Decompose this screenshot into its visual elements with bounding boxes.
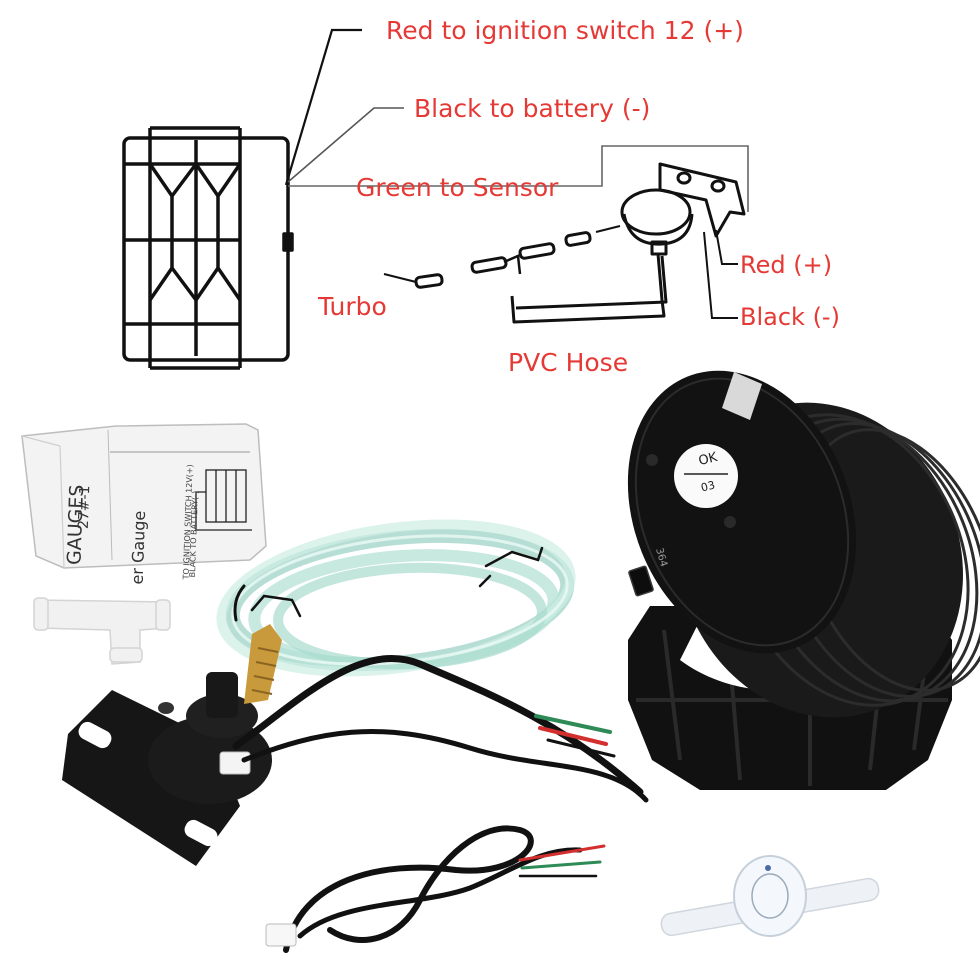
check-valve [660, 855, 880, 937]
gauge-side-view-drawing [122, 126, 294, 370]
battery-wire-label: Black to battery (-) [414, 94, 651, 123]
pvc-hose-label: PVC Hose [508, 348, 629, 377]
sensor-drawing [510, 162, 746, 324]
black-wire-label: Black (-) [740, 303, 840, 331]
sensor-wire-label: Green to Sensor [356, 173, 559, 202]
gauge-unit [627, 370, 980, 790]
manual-subtitle: er Gauge [127, 510, 150, 585]
sensor-cable [232, 655, 649, 803]
tee-connector [33, 597, 171, 665]
gauge-cable [265, 825, 606, 953]
pressure-sensor [62, 624, 282, 866]
turbo-hose-drawing [383, 225, 621, 289]
manual-code: 27#-1 [75, 485, 94, 530]
wire-leader-lines [284, 28, 749, 212]
sensor-wire-leaders [703, 229, 738, 319]
ignition-wire-label: Red to ignition switch 12 (+) [386, 16, 744, 45]
red-wire-label: Red (+) [740, 251, 833, 279]
turbo-label: Turbo [318, 292, 387, 321]
instruction-sheet [21, 423, 267, 569]
